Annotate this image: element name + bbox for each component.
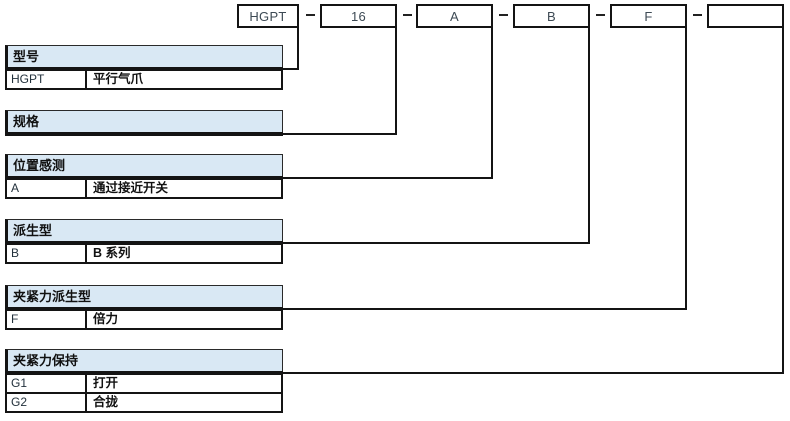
section-underline bbox=[5, 176, 283, 180]
connector-vline bbox=[395, 28, 397, 135]
code-box-f: F bbox=[610, 4, 687, 28]
section-title: 夹紧力保持 bbox=[5, 349, 283, 371]
connector-vline bbox=[685, 28, 687, 310]
description-cell: 平行气爪 bbox=[93, 72, 144, 86]
separator-dash bbox=[499, 14, 508, 16]
separator-dash bbox=[596, 14, 605, 16]
code-cell: B bbox=[7, 245, 87, 262]
code-box-a: A bbox=[416, 4, 493, 28]
section-4: 夹紧力派生型 F 倍力 bbox=[5, 285, 283, 330]
connector-hline bbox=[283, 242, 590, 244]
section-3: 派生型 B B 系列 bbox=[5, 219, 283, 264]
code-box-label: 16 bbox=[350, 8, 367, 24]
section-underline bbox=[5, 132, 283, 136]
description-cell: B 系列 bbox=[93, 246, 131, 260]
connector-hline bbox=[283, 68, 299, 70]
code-box-hgpt: HGPT bbox=[237, 4, 299, 28]
section-underline bbox=[5, 307, 283, 311]
code-box-blank bbox=[707, 4, 784, 28]
connector-hline bbox=[283, 133, 397, 135]
code-box-label: A bbox=[450, 8, 459, 24]
section-5: 夹紧力保持 G1 打开 G2 合拢 bbox=[5, 349, 283, 413]
description-cell: 通过接近开关 bbox=[93, 181, 169, 195]
connector-vline bbox=[782, 28, 784, 374]
section-0: 型号 HGPT 平行气爪 bbox=[5, 45, 283, 90]
table-row: HGPT 平行气爪 bbox=[5, 71, 283, 90]
code-box-label: F bbox=[644, 8, 653, 24]
description-cell: 合拢 bbox=[93, 395, 119, 409]
code-cell: A bbox=[7, 180, 87, 197]
code-box-16: 16 bbox=[320, 4, 397, 28]
code-cell: G1 bbox=[7, 375, 87, 392]
section-underline bbox=[5, 241, 283, 245]
code-box-label: B bbox=[547, 8, 556, 24]
separator-dash bbox=[693, 14, 702, 16]
connector-hline bbox=[283, 308, 687, 310]
connector-vline bbox=[491, 28, 493, 179]
section-title: 派生型 bbox=[5, 219, 283, 241]
table-row: G2 合拢 bbox=[5, 394, 283, 413]
connector-vline bbox=[297, 28, 299, 70]
code-cell: F bbox=[7, 311, 87, 328]
table-row: F 倍力 bbox=[5, 311, 283, 330]
table-row: G1 打开 bbox=[5, 375, 283, 394]
section-underline bbox=[5, 67, 283, 71]
section-title: 夹紧力派生型 bbox=[5, 285, 283, 307]
code-cell: G2 bbox=[7, 394, 87, 411]
code-box-b: B bbox=[513, 4, 590, 28]
section-underline bbox=[5, 371, 283, 375]
description-cell: 倍力 bbox=[93, 312, 119, 326]
connector-hline bbox=[283, 177, 493, 179]
separator-dash bbox=[403, 14, 412, 16]
code-cell: HGPT bbox=[7, 71, 87, 88]
section-title: 型号 bbox=[5, 45, 283, 67]
table-row: B B 系列 bbox=[5, 245, 283, 264]
section-2: 位置感测 A 通过接近开关 bbox=[5, 154, 283, 199]
connector-hline bbox=[283, 372, 784, 374]
table-row: A 通过接近开关 bbox=[5, 180, 283, 199]
connector-vline bbox=[588, 28, 590, 244]
section-1: 规格 bbox=[5, 110, 283, 136]
section-title: 位置感测 bbox=[5, 154, 283, 176]
description-cell: 打开 bbox=[93, 376, 119, 390]
separator-dash bbox=[306, 14, 315, 16]
code-box-label: HGPT bbox=[249, 8, 287, 24]
section-title: 规格 bbox=[5, 110, 283, 132]
